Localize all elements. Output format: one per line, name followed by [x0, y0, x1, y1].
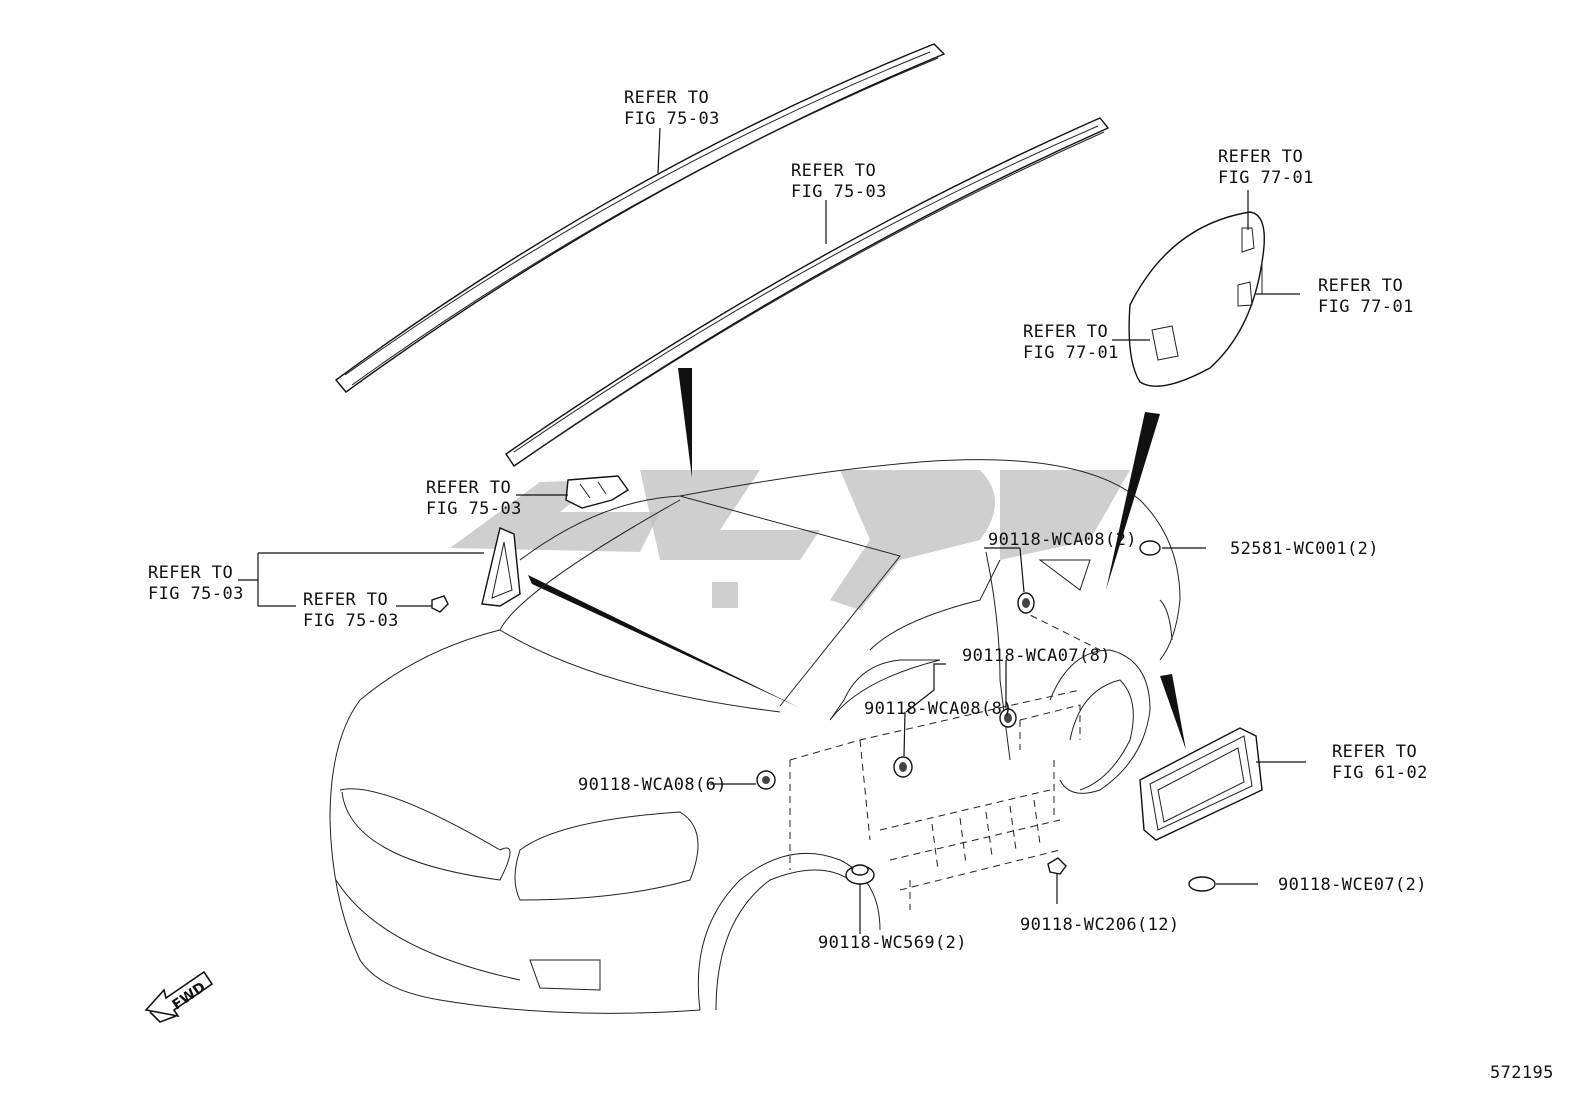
roof-molding-right [505, 117, 1110, 467]
clip-wca07-8 [999, 708, 1017, 728]
label-pillar-clip: REFER TO FIG 75-03 [426, 478, 522, 519]
figure-number: 572195 [1490, 1063, 1554, 1083]
label-wca08-6: 90118-WCA08(6) [578, 775, 727, 795]
svg-text:FIG 75-03: FIG 75-03 [426, 499, 522, 519]
car-body-outline [329, 459, 1181, 1014]
label-fuel-lid-left: REFER TO FIG 77-01 [1023, 322, 1119, 363]
label-roof-left: REFER TO FIG 75-03 [624, 88, 720, 129]
fwd-arrow-icon: FWD [144, 970, 214, 1023]
svg-text:REFER TO: REFER TO [1332, 742, 1417, 762]
nut-wc206-12 [1047, 857, 1067, 875]
pointer-wedge-fuel [1106, 412, 1160, 590]
svg-text:FIG 75-03: FIG 75-03 [791, 182, 887, 202]
clip-wca08-2 [1017, 592, 1035, 614]
label-fuel-lid-top: REFER TO FIG 77-01 [1218, 147, 1314, 188]
side-skirt-dashed [789, 609, 1101, 910]
svg-text:REFER TO: REFER TO [1318, 276, 1403, 296]
clip-52581 [1139, 540, 1161, 556]
svg-text:REFER TO: REFER TO [791, 161, 876, 181]
svg-text:FIG 75-03: FIG 75-03 [303, 611, 399, 631]
svg-text:FIG 75-03: FIG 75-03 [624, 109, 720, 129]
pointer-wedge-grille [1160, 674, 1186, 750]
svg-text:REFER TO: REFER TO [1218, 147, 1303, 167]
clip-wce07-2 [1188, 876, 1216, 892]
pointer-wedge-windshield [528, 575, 800, 708]
svg-text:FIG 61-02: FIG 61-02 [1332, 763, 1428, 783]
quarter-glass [481, 527, 521, 607]
pointer-wedge-roof [678, 368, 692, 478]
quarter-clip-part [431, 595, 449, 613]
pillar-clip-part [565, 475, 630, 509]
label-wca07-8: 90118-WCA07(8) [962, 646, 1111, 666]
label-wc569-2: 90118-WC569(2) [818, 933, 967, 953]
clip-wca08-8 [893, 756, 913, 778]
roof-molding-left [334, 43, 946, 393]
svg-text:FIG 77-01: FIG 77-01 [1218, 168, 1314, 188]
clip-wca08-6 [756, 770, 776, 790]
label-fuel-lid-right: REFER TO FIG 77-01 [1318, 276, 1414, 317]
clip-wc569-2 [845, 864, 875, 885]
svg-text:REFER TO: REFER TO [303, 590, 388, 610]
label-52581: 52581-WC001(2) [1230, 539, 1379, 559]
label-wca08-2: 90118-WCA08(2) [988, 530, 1137, 550]
label-wce07-2: 90118-WCE07(2) [1278, 875, 1427, 895]
svg-text:REFER TO: REFER TO [426, 478, 511, 498]
watermark-logo [450, 470, 1130, 610]
label-grille-rear: REFER TO FIG 61-02 [1332, 742, 1428, 783]
label-quarter-clip: REFER TO FIG 75-03 [303, 590, 399, 631]
label-roof-right: REFER TO FIG 75-03 [791, 161, 887, 202]
svg-text:FIG 77-01: FIG 77-01 [1318, 297, 1414, 317]
svg-text:FIG 75-03: FIG 75-03 [148, 584, 244, 604]
rear-vent-grille [1139, 727, 1263, 841]
svg-text:FIG 77-01: FIG 77-01 [1023, 343, 1119, 363]
label-wca08-8: 90118-WCA08(8) [864, 699, 1013, 719]
svg-text:REFER TO: REFER TO [1023, 322, 1108, 342]
svg-text:REFER TO: REFER TO [148, 563, 233, 583]
label-quarter-glass: REFER TO FIG 75-03 [148, 563, 244, 604]
label-wc206-12: 90118-WC206(12) [1020, 915, 1180, 935]
svg-text:REFER TO: REFER TO [624, 88, 709, 108]
fuel-lid [1128, 211, 1265, 387]
